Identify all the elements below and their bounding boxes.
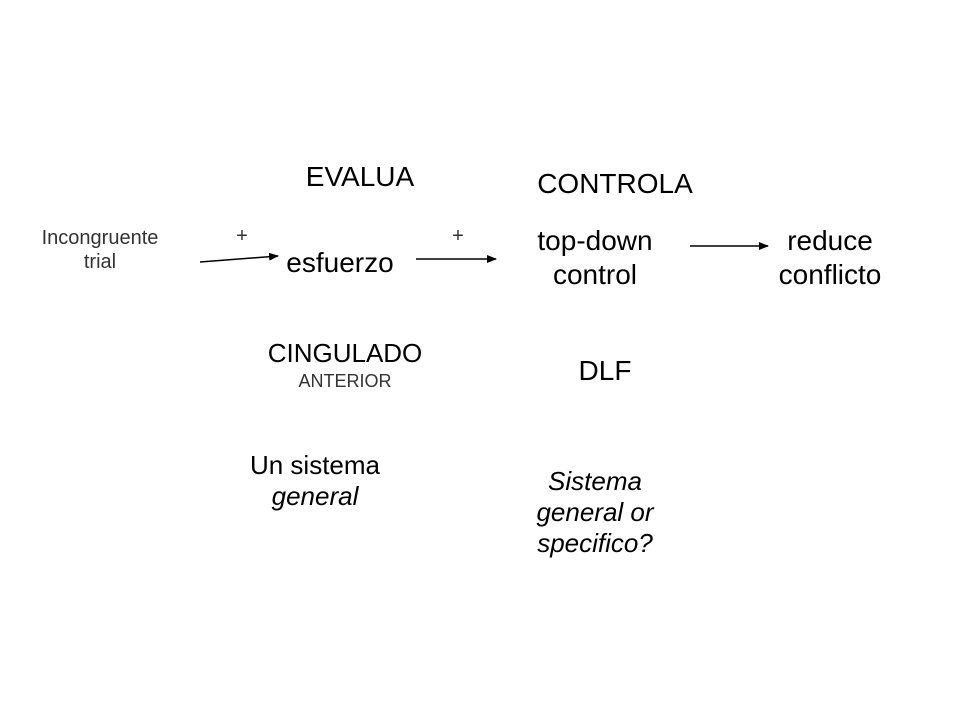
controller-note: Sistema general or specifico?	[490, 466, 700, 560]
top-down-line1: top-down	[537, 225, 653, 256]
dlf-region: DLF	[578, 355, 632, 386]
plus-sign-left: +	[236, 225, 248, 247]
incongruent-trial-label: Incongruente trial	[16, 226, 184, 274]
cingulado-line1: CINGULADO	[267, 338, 423, 368]
cingulado-region: CINGULADO ANTERIOR	[220, 338, 470, 393]
arrow-trial-to-effort	[199, 252, 279, 263]
evalua-heading: EVALUA	[305, 161, 415, 192]
top-down-line2: control	[552, 258, 638, 290]
esfuerzo-node: esfuerzo	[286, 247, 394, 278]
reduce-conflicto-node: reduce conflicto	[750, 224, 910, 291]
evaluator-note-line1: Un sistema	[249, 450, 381, 480]
controller-note-line1: Sistema	[548, 466, 642, 496]
outcome-line2: conflicto	[778, 258, 882, 290]
controller-note-line2: general or	[536, 497, 654, 528]
controla-heading: CONTROLA	[537, 168, 693, 199]
plus-sign-right: +	[452, 225, 464, 247]
evaluator-note-line2: general	[271, 481, 359, 512]
controller-note-line3: specifico?	[537, 528, 653, 559]
incongruent-line2: trial	[83, 251, 117, 273]
evaluator-note: Un sistema general	[215, 450, 415, 512]
top-down-control-node: top-down control	[500, 224, 690, 291]
outcome-line1: reduce	[787, 225, 873, 256]
cingulado-line2: ANTERIOR	[298, 371, 392, 392]
incongruent-line1: Incongruente	[41, 227, 159, 249]
